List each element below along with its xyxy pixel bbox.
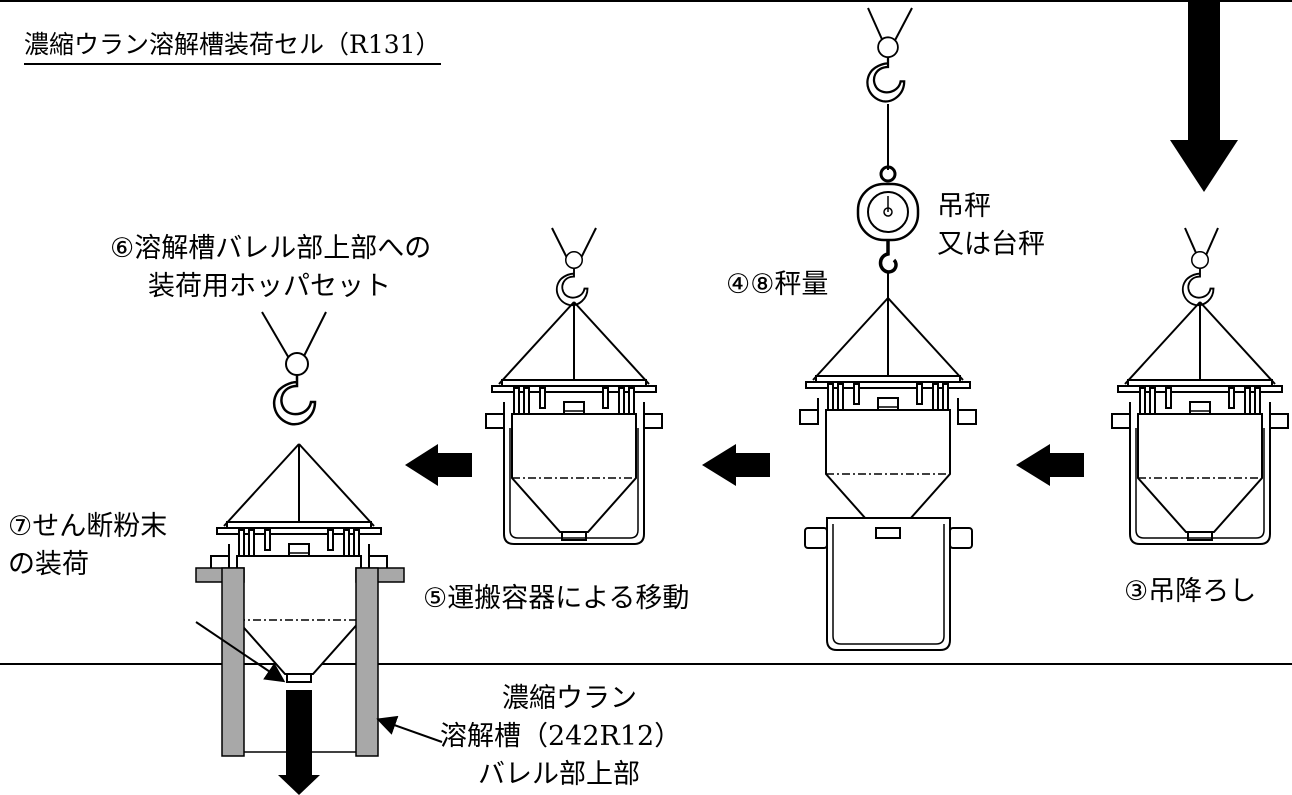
label-tank-line3: バレル部上部	[478, 759, 640, 790]
crane-hook-icon	[551, 227, 597, 307]
crane-hook-icon	[866, 7, 913, 170]
leader-line-powder	[195, 621, 286, 683]
arrow-down-icon	[278, 690, 320, 795]
label-tank-line2: 溶解槽（242R12）	[440, 721, 682, 752]
crane-hook-icon	[261, 311, 327, 426]
hanging-scale-icon	[856, 165, 920, 300]
label-scale-line1: 吊秤	[937, 191, 991, 222]
dissolver-vessel	[195, 567, 405, 757]
hopper-container-icon	[799, 297, 977, 537]
hopper-container-icon	[1111, 301, 1289, 545]
label-step6-line2: 装荷用ホッパセット	[148, 271, 391, 302]
label-step4-8: ④⑧秤量	[726, 269, 829, 300]
arrow-down-icon	[1170, 0, 1238, 192]
leader-line-vessel	[376, 715, 443, 743]
label-step3: ③吊降ろし	[1124, 576, 1257, 607]
label-step6-line1: ⑥溶解槽バレル部上部への	[110, 233, 432, 264]
label-step7-line2: の装荷	[8, 549, 89, 580]
hopper-container-icon	[485, 301, 663, 545]
label-tank-line1: 濃縮ウラン	[502, 683, 637, 714]
arrow-left-icon	[702, 444, 770, 486]
label-step5: ⑤運搬容器による移動	[423, 583, 690, 614]
label-step7-line1: ⑦せん断粉末	[8, 511, 168, 542]
platform-scale	[804, 517, 973, 651]
page-title: 濃縮ウラン溶解槽装荷セル（R131）	[24, 30, 441, 65]
arrow-left-icon	[405, 444, 472, 486]
crane-hook-icon	[1181, 227, 1219, 307]
label-scale-line2: 又は台秤	[937, 229, 1045, 260]
arrow-left-icon	[1016, 444, 1084, 486]
